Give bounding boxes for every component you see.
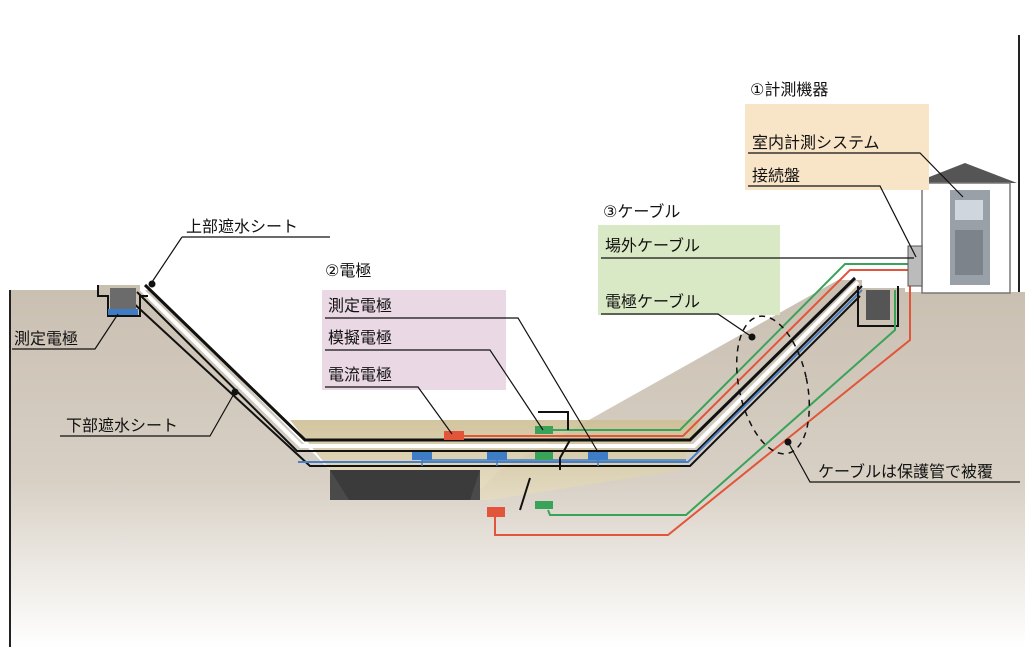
conduit-ellipse (735, 315, 811, 455)
equipment-title: ①計測機器 (750, 80, 828, 99)
current-electrode-marker (444, 431, 464, 440)
bottom-layer (330, 470, 480, 500)
measure-electrode-cable-upper (548, 263, 914, 431)
conduit-note-dot (784, 438, 792, 446)
dummy-electrode-label: 模擬電極 (328, 328, 392, 347)
junction-board-label: 接続盤 (752, 166, 800, 185)
cable-title: ③ケーブル (603, 202, 680, 221)
cable-box (598, 225, 780, 315)
left-measure-electrode-label: 測定電極 (14, 329, 78, 348)
current-electrode-label: 電流電極 (328, 365, 392, 384)
left-trench (97, 285, 148, 317)
right-trench-block (866, 290, 890, 320)
hut-panel (955, 230, 983, 275)
leader-indoor-system (748, 152, 964, 198)
leader-measure-electrode (325, 317, 599, 453)
dummy-electrode-marker-1 (412, 452, 432, 460)
upper-sheet-dot (148, 280, 156, 288)
measure-electrode-cable-lower (547, 290, 896, 516)
electrode-cable-label: 電極ケーブル (605, 292, 700, 311)
dummy-electrode-stems (421, 460, 599, 466)
hut-roof (914, 163, 1017, 183)
leader-lower-sheet (60, 391, 236, 437)
conduit-note-label: ケーブルは保護管で被覆 (818, 462, 993, 481)
electrode-box (322, 290, 506, 390)
lower-sheet-label: 下部遮水シート (66, 416, 178, 435)
upper-sheet-label: 上部遮水シート (186, 217, 298, 236)
measure-electrode-marker-3 (535, 501, 553, 509)
liner-inner-white (139, 280, 860, 448)
electrode-cable-dot (748, 333, 756, 341)
through-conduit (519, 411, 571, 511)
upper-liner-sheet (143, 276, 857, 442)
dummy-electrode-marker-3 (588, 452, 608, 460)
leader-left-measure-electrode (12, 313, 119, 350)
dummy-electrode-marker-2 (487, 452, 507, 460)
lower-liner-sheet (136, 285, 863, 452)
junction-board-box (907, 245, 923, 287)
measure-electrode-marker-2 (535, 452, 553, 460)
outdoor-cable-label: 場外ケーブル (605, 236, 700, 255)
electrode-title: ②電極 (325, 261, 371, 280)
leader-conduit-note (787, 441, 1020, 483)
leader-current-electrode (325, 386, 453, 435)
measure-electrode-label: 測定電極 (328, 296, 392, 315)
equipment-box (745, 104, 929, 190)
hut-screen (955, 200, 983, 220)
current-electrode-marker-bottom (487, 507, 505, 517)
right-trench (857, 286, 899, 327)
leader-dummy-electrode (325, 349, 544, 431)
leader-junction-board (748, 185, 917, 258)
left-trench-block (110, 288, 136, 310)
liner-gap-line (129, 295, 861, 467)
current-electrode-cable (462, 269, 911, 536)
measure-electrode-marker-1 (535, 426, 553, 434)
left-measure-electrode (108, 309, 138, 315)
liner-blue-line (298, 289, 863, 463)
indoor-system-label: 室内計測システム (752, 133, 880, 152)
leader-electrode-cable (601, 313, 753, 338)
leader-upper-sheet (151, 236, 330, 283)
lower-sheet-dot (231, 388, 239, 396)
